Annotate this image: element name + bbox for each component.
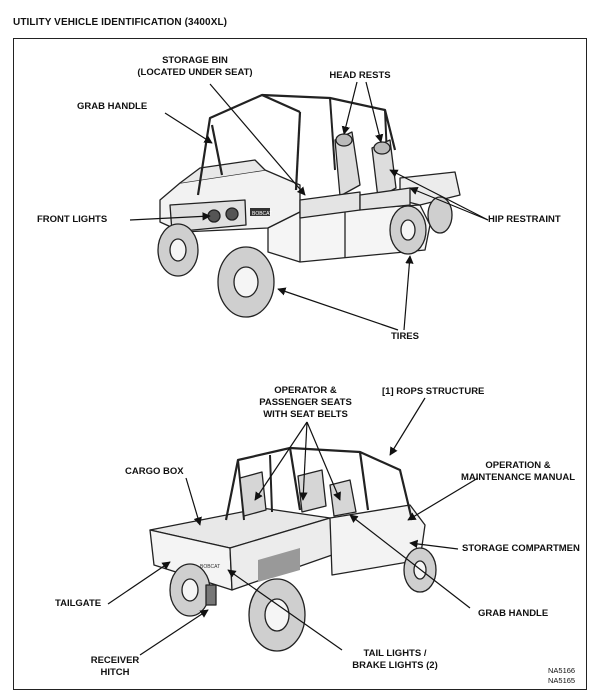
label-tail-brake-lights: TAIL LIGHTS / BRAKE LIGHTS (2)	[352, 648, 438, 671]
label-cargo-box: CARGO BOX	[125, 466, 184, 477]
label-head-rests: HEAD RESTS	[329, 70, 391, 81]
label-tailgate: TAILGATE	[55, 598, 102, 609]
figure-code-1: NA5166	[548, 666, 576, 675]
label-storage-bin: STORAGE BIN (LOCATED UNDER SEAT)	[137, 55, 253, 78]
callout-lines-bottom	[107, 397, 479, 656]
figure-frame	[13, 38, 587, 690]
callout-lines-top	[129, 81, 489, 331]
label-grab-handle-top: GRAB HANDLE	[77, 101, 148, 112]
label-hip-restraint: HIP RESTRAINT	[488, 214, 561, 225]
label-receiver-hitch: RECEIVER HITCH	[90, 655, 140, 678]
label-operator-passenger-seats: OPERATOR & PASSENGER SEATS WITH SEAT BEL…	[259, 385, 352, 420]
label-operation-maintenance-manual: OPERATION & MAINTENANCE MANUAL	[461, 460, 575, 483]
label-rops-structure: [1] ROPS STRUCTURE	[382, 386, 485, 397]
label-tires: TIRES	[391, 331, 419, 342]
label-front-lights: FRONT LIGHTS	[37, 214, 108, 225]
vehicle-badge-rear: BOBCAT	[200, 564, 220, 570]
page-title: UTILITY VEHICLE IDENTIFICATION (3400XL)	[13, 17, 228, 28]
label-grab-handle-bottom: GRAB HANDLE	[478, 608, 549, 619]
label-storage-compartment: STORAGE COMPARTMEN	[462, 543, 580, 554]
figure-code-2: NA5165	[548, 676, 576, 685]
vehicle-badge-front: BOBCAT	[252, 211, 272, 217]
vehicle-front-view: BOBCAT	[157, 93, 461, 318]
